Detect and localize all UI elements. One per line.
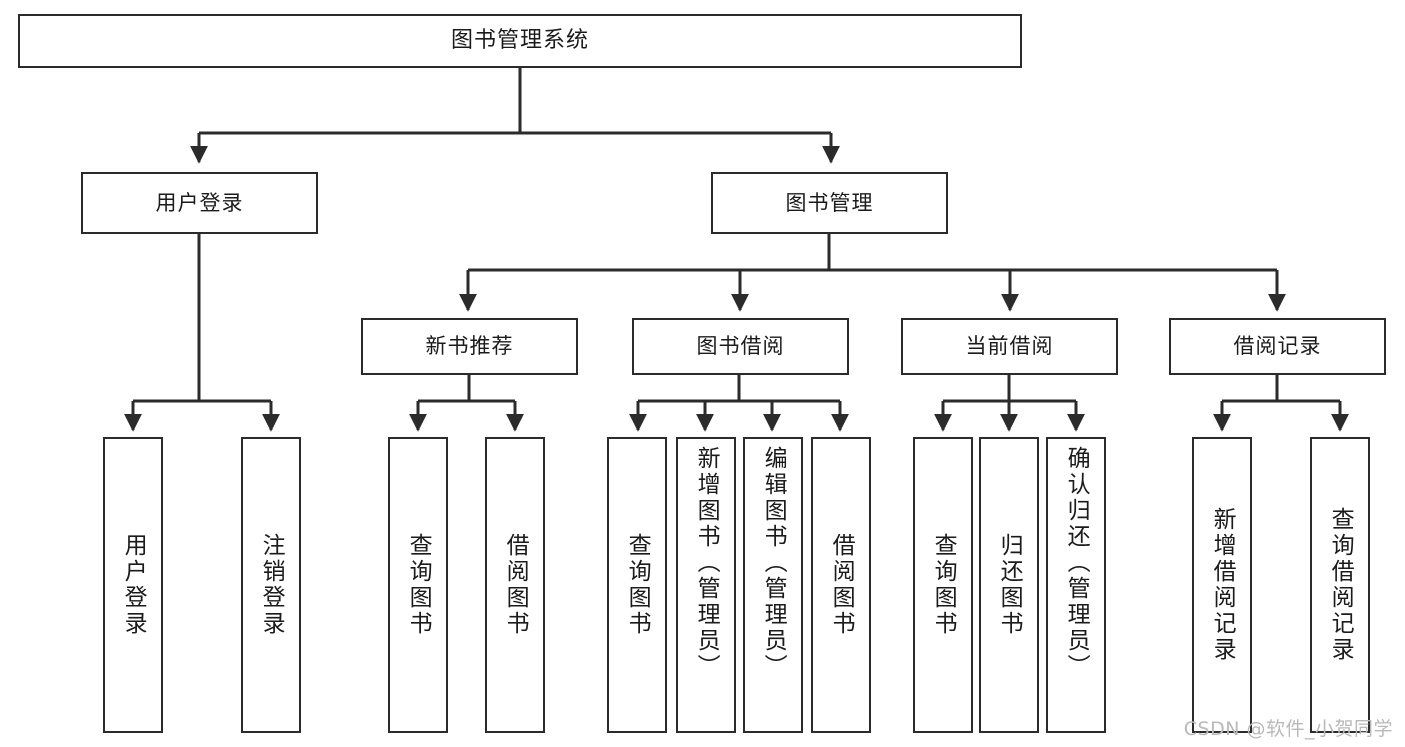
node-label: 借阅记录 [1233,334,1322,359]
node-book-borrowing[interactable]: 图书借阅 [632,318,849,375]
node-leaf-edit-book-admin[interactable]: 编辑图书（管理员） [743,437,803,733]
node-label: 查询借阅记录 [1327,507,1354,663]
node-leaf-query-book-new[interactable]: 查询图书 [388,437,448,733]
node-label: 图书管理系统 [450,28,589,54]
node-leaf-borrow-book-new[interactable]: 借阅图书 [485,437,545,733]
node-leaf-add-book-admin[interactable]: 新增图书（管理员） [676,437,736,733]
node-leaf-user-login[interactable]: 用户登录 [103,437,163,733]
node-label: 新书推荐 [425,334,514,359]
watermark: CSDN @软件_小贺同学 [1183,718,1393,740]
node-label: 用户登录 [120,533,147,637]
node-new-book-recommendation[interactable]: 新书推荐 [361,318,578,375]
node-leaf-add-borrow-record[interactable]: 新增借阅记录 [1192,437,1252,733]
node-label: 查询图书 [405,533,432,637]
node-leaf-query-borrow-record[interactable]: 查询借阅记录 [1310,437,1370,733]
node-label: 图书管理 [785,190,874,215]
node-leaf-user-logout[interactable]: 注销登录 [241,437,301,733]
node-label: 编辑图书（管理员） [760,446,787,680]
node-leaf-return-book[interactable]: 归还图书 [979,437,1039,733]
node-label: 图书借阅 [696,334,785,359]
node-leaf-confirm-return-admin[interactable]: 确认归还（管理员） [1046,437,1106,733]
node-root-book-management-system[interactable]: 图书管理系统 [18,14,1022,68]
node-label: 借阅图书 [502,533,529,637]
node-leaf-query-book-borrow[interactable]: 查询图书 [607,437,667,733]
node-label: 确认归还（管理员） [1063,446,1090,680]
node-label: 新增借阅记录 [1209,507,1236,663]
node-leaf-query-book-current[interactable]: 查询图书 [913,437,973,733]
node-label: 归还图书 [996,533,1023,637]
node-borrowing-records[interactable]: 借阅记录 [1169,318,1386,375]
node-label: 借阅图书 [828,533,855,637]
node-label: 查询图书 [624,533,651,637]
node-user-login[interactable]: 用户登录 [81,172,318,234]
node-current-borrowing[interactable]: 当前借阅 [901,318,1118,375]
node-label: 查询图书 [930,533,957,637]
node-leaf-borrow-book[interactable]: 借阅图书 [811,437,871,733]
node-label: 当前借阅 [965,334,1054,359]
node-book-management[interactable]: 图书管理 [711,172,948,234]
node-label: 注销登录 [258,533,285,637]
node-label: 用户登录 [155,190,244,215]
node-label: 新增图书（管理员） [693,446,720,680]
